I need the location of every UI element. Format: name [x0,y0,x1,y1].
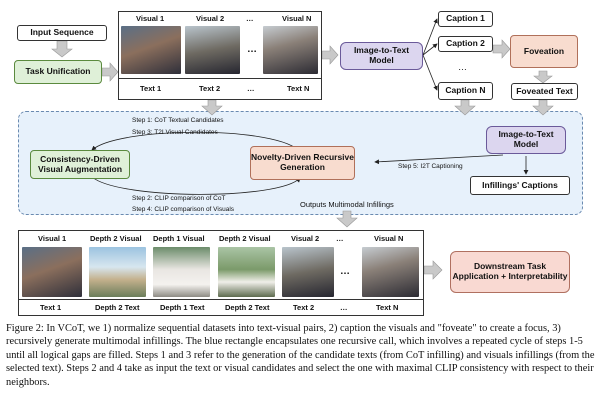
infillings-captions-label: Infillings' Captions [482,179,558,190]
caption-ellipsis: … [458,62,467,72]
caption-1-box: Caption 1 [438,11,493,27]
wedding-photo-n [362,247,419,297]
ellipsis-mark: … [340,266,350,277]
image-to-text-model-box-middle: Image-to-Text Model [486,126,566,154]
top-text-label: Text 2 [199,84,221,93]
depth-2-generated-visual [218,247,275,297]
novelty-driven-box: Novelty-Driven Recursive Generation [250,146,355,180]
top-text-divider [118,78,322,79]
step-4-label: Step 4: CLIP comparison of Visuals [132,206,235,213]
figure-caption: Figure 2: In VCoT, we 1) normalize seque… [6,323,595,388]
foveation-label: Foveation [523,45,565,56]
step-5-label: Step 5: I2T Captioning [398,163,463,170]
top-text-label: Text 1 [140,84,162,93]
caption-2-box: Caption 2 [438,36,493,52]
consistency-driven-box: Consistency-Driven Visual Augmentation [30,150,130,179]
bottom-text-label: Depth 2 Text [95,303,140,312]
depth-1-generated-visual [153,247,210,297]
foveation-box: Foveation [510,35,578,68]
outputs-label: Outputs Multimodal Infillings [300,200,394,209]
bottom-visual-label: Visual 2 [291,234,320,243]
bottom-visual-label: Depth 2 Visual [90,234,142,243]
caption-label: Caption N [445,85,486,96]
downstream-task-label: Downstream Task Application + Interpreta… [452,261,568,281]
bottom-text-label: … [340,303,348,312]
downstream-task-box: Downstream Task Application + Interpreta… [450,251,570,293]
bottom-visual-label: Visual 1 [38,234,67,243]
top-visual-label: Visual 2 [196,14,225,23]
depth-2-generated-visual [89,247,146,297]
top-visual-label: … [246,14,254,23]
consistency-driven-label: Consistency-Driven Visual Augmentation [37,153,123,174]
image-to-text-model-box: Image-to-Text Model [340,42,423,70]
top-visual-label: Visual N [282,14,312,23]
task-unification-label: Task Unification [25,66,91,77]
image-to-text-model-label: Image-to-Text Model [353,45,410,65]
bottom-text-divider [18,299,424,300]
novelty-driven-label: Novelty-Driven Recursive Generation [251,152,354,172]
caption-n-box: Caption N [438,82,493,100]
top-text-label: Text N [287,84,310,93]
step-3-label: Step 3: T2I Visual Candidates [132,129,218,136]
ellipsis-mark: … [247,44,257,55]
image-to-text-model-label: Image-to-Text Model [498,129,554,149]
bottom-text-label: Text 1 [40,303,62,312]
wedding-photo-n [263,26,318,74]
wedding-photo-1 [22,247,82,297]
step-1-label: Step 1: CoT Textual Candidates [132,117,224,124]
wedding-photo-2 [185,26,240,74]
bottom-text-label: Depth 2 Text [225,303,270,312]
caption-label: Caption 2 [446,38,485,49]
bottom-visual-label: Depth 2 Visual [219,234,271,243]
wedding-photo-2 [282,247,334,297]
foveated-text-label: Foveated Text [516,85,573,96]
bottom-visual-label: Depth 1 Visual [153,234,205,243]
top-visual-label: Visual 1 [136,14,165,23]
bottom-visual-label: Visual N [374,234,404,243]
bottom-text-label: Text 2 [293,303,315,312]
bottom-visual-label: … [336,234,344,243]
infillings-captions-box: Infillings' Captions [470,176,570,195]
wedding-photo-1 [121,26,181,74]
step-2-label: Step 2: CLIP comparison of CoT [132,195,226,202]
caption-label: Caption 1 [446,13,485,24]
foveated-text-box: Foveated Text [511,83,578,100]
bottom-text-label: Text N [376,303,399,312]
top-text-label: … [247,84,255,93]
task-unification-box: Task Unification [14,60,102,84]
input-sequence-label: Input Sequence [30,27,94,38]
input-sequence-box: Input Sequence [17,25,107,41]
bottom-text-label: Depth 1 Text [160,303,205,312]
